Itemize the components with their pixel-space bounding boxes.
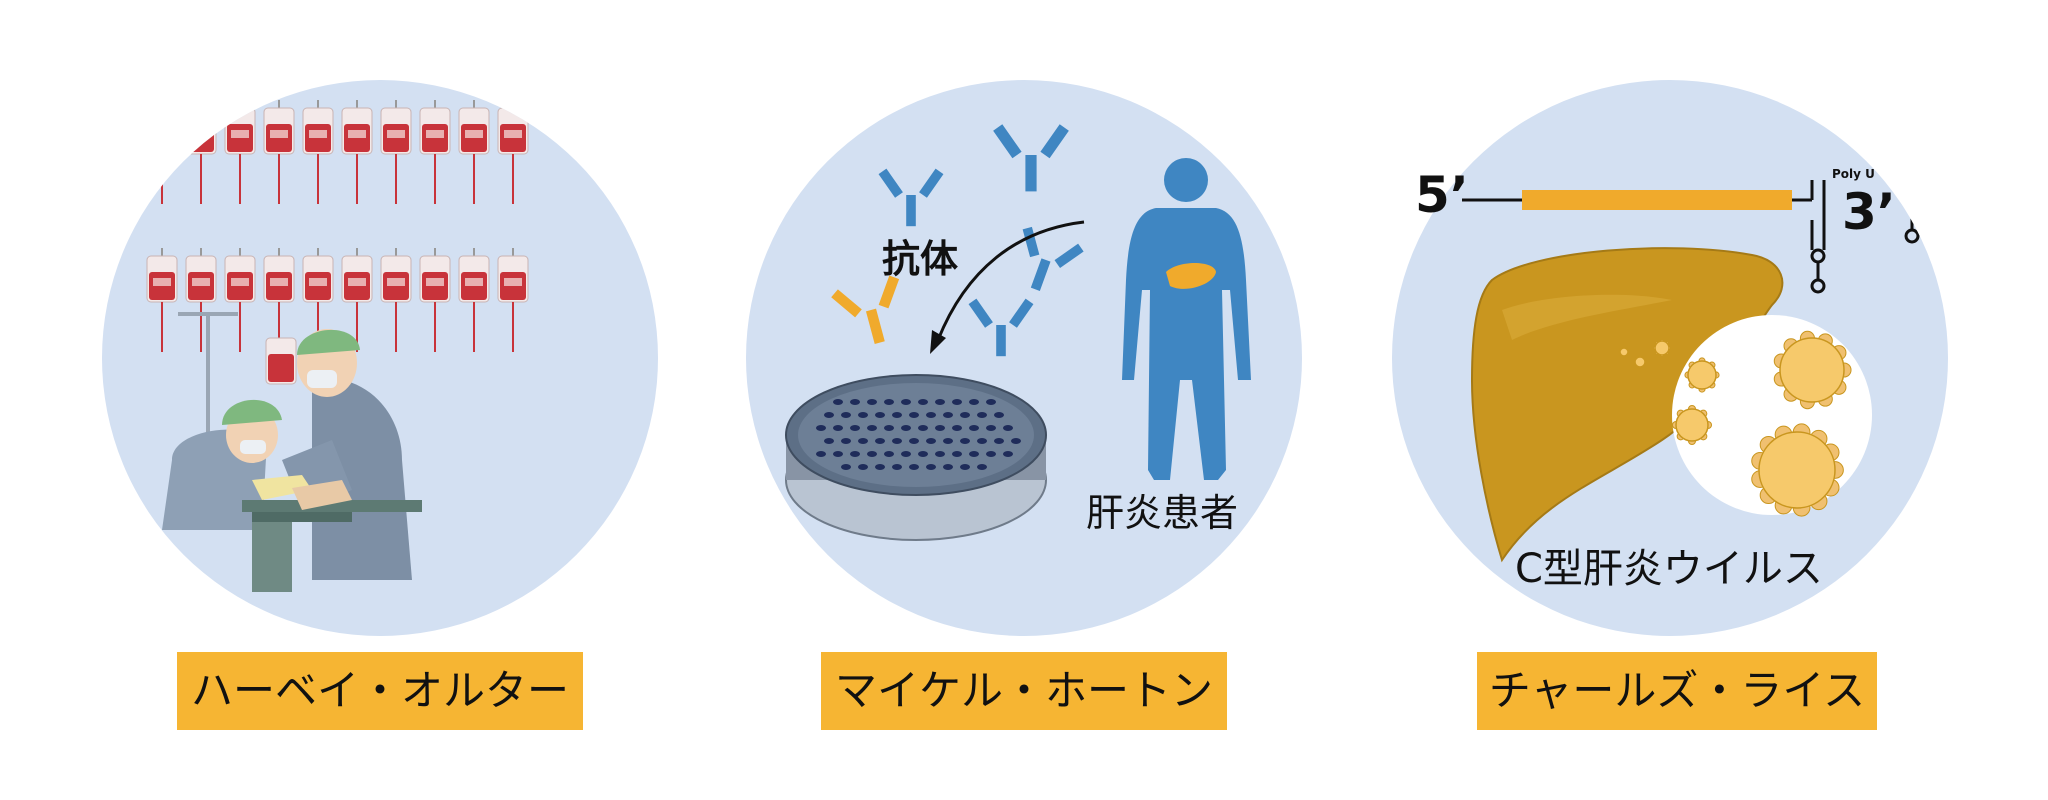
- stem-loop-icon: [1898, 167, 1945, 244]
- antibody-icon: [878, 168, 944, 227]
- hcv-genome-illustration: [1462, 167, 1945, 563]
- blood-bag-icon: [302, 100, 334, 204]
- panel-alter: ハーベイ・オルター: [80, 0, 680, 800]
- antibody-icon: [1022, 226, 1084, 291]
- illustration-circle: [1392, 80, 1948, 636]
- blood-bag-icon: [419, 100, 451, 204]
- hcv-label: C型肝炎ウイルス: [1515, 546, 1823, 592]
- virus-icon: [1684, 357, 1720, 393]
- blood-bag-icon: [224, 248, 256, 352]
- iv-stand: [206, 312, 210, 432]
- panel-houghton: 抗体 肝炎患者 マイケル・ホートン: [724, 0, 1324, 800]
- blood-bag-icon: [263, 100, 295, 204]
- virus-icon: [1773, 330, 1852, 410]
- petri-dish-icon: [785, 374, 1047, 541]
- antibody-icon: [831, 275, 900, 344]
- blood-bag-icon: [497, 100, 529, 204]
- blood-bag-icon: [185, 248, 217, 352]
- blood-bag-icon: [341, 100, 373, 204]
- blood-bag-icon: [185, 100, 217, 204]
- antibody-icon: [993, 124, 1069, 192]
- blood-bag-icon: [458, 248, 490, 352]
- surgeon-icon: [162, 399, 282, 530]
- panel-rice: 5’ 3’ Poly U C型肝炎ウイルス チャールズ・ライス: [1370, 0, 1970, 800]
- blood-bag-icon: [419, 248, 451, 352]
- scientist-name-label: ハーベイ・オルター: [177, 652, 583, 730]
- liver-icon: [1166, 263, 1216, 289]
- blood-bag-icon: [224, 100, 256, 204]
- blood-bag-icon: [380, 248, 412, 352]
- liver-icon: [1470, 247, 1784, 563]
- blood-bag-icon: [458, 100, 490, 204]
- antibody-icon: [968, 298, 1034, 357]
- poly-u-label: Poly U: [1832, 167, 1875, 181]
- five-prime-label: 5’: [1415, 166, 1469, 224]
- operating-table: [242, 500, 422, 512]
- antibodies: [831, 124, 1084, 450]
- virus-icon: [1633, 355, 1647, 369]
- blood-bag-icon: [146, 100, 178, 204]
- blood-bag-icon: [380, 100, 412, 204]
- blood-bag-icon: [497, 248, 529, 352]
- human-figure-icon: [1122, 158, 1251, 480]
- genome-strand: [1522, 190, 1792, 210]
- blood-bag-icon: [341, 248, 373, 352]
- virus-icon: [1652, 338, 1672, 358]
- blood-bag-icon: [146, 248, 178, 352]
- blood-bag-icon: [263, 248, 295, 352]
- virus-icon: [1671, 404, 1713, 446]
- blood-transfusion-illustration: [146, 100, 529, 592]
- virus-icon: [1618, 346, 1630, 358]
- stem-loop-icon: [1792, 180, 1826, 294]
- three-prime-label: 3’: [1842, 183, 1896, 241]
- illustration-circle: [746, 80, 1302, 636]
- blood-bags: [146, 100, 529, 385]
- scientist-name-label: チャールズ・ライス: [1477, 652, 1877, 730]
- virus-icon: [1751, 423, 1844, 517]
- virus-particles: [1618, 330, 1852, 517]
- arrow-icon: [936, 220, 1085, 341]
- antibody-screening-illustration: [785, 124, 1251, 541]
- illustration-circle: [102, 80, 658, 636]
- surgeon-icon: [282, 329, 412, 580]
- hepatitis-patient-label: 肝炎患者: [1086, 491, 1239, 535]
- antibody-label: 抗体: [882, 237, 959, 281]
- scientist-name-label: マイケル・ホートン: [821, 652, 1227, 730]
- blood-bag-icon: [265, 337, 297, 385]
